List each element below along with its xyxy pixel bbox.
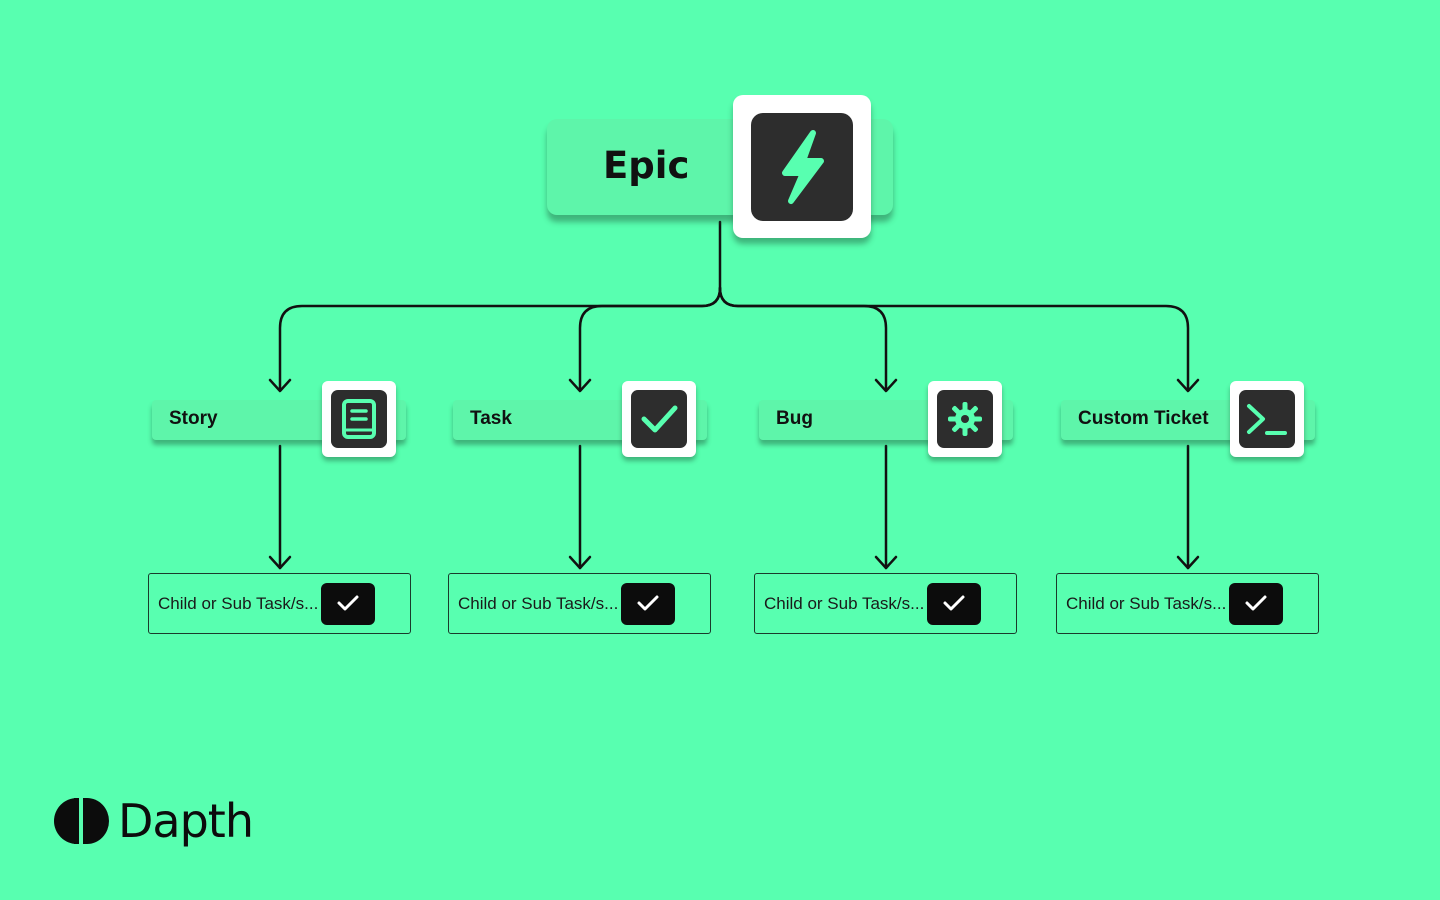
custom-ticket-icon-tile — [1230, 381, 1304, 457]
story-child-task[interactable]: Child or Sub Task/s... — [148, 573, 411, 634]
arrowhead-task — [568, 378, 592, 393]
custom-ticket-child-task[interactable]: Child or Sub Task/s... — [1056, 573, 1319, 634]
arrowhead-custom-ticket — [1176, 378, 1200, 393]
bug-label: Bug — [776, 408, 813, 429]
story-label: Story — [169, 408, 218, 429]
child-task-text: Child or Sub Task/s... — [764, 594, 925, 613]
child-task-text: Child or Sub Task/s... — [158, 594, 319, 613]
brand-name: Dapth — [118, 794, 254, 848]
connector-to-custom-ticket — [718, 286, 1190, 392]
arrowhead-story — [268, 378, 292, 393]
arrowhead-task-child — [568, 555, 592, 570]
checkmark-icon — [1245, 595, 1267, 611]
virus-gear-icon — [948, 402, 982, 436]
lightning-bolt-icon — [782, 130, 824, 204]
connector-to-task — [578, 286, 722, 392]
child-task-text: Child or Sub Task/s... — [458, 594, 619, 613]
terminal-prompt-icon — [1247, 404, 1287, 435]
connector-to-bug — [718, 286, 888, 392]
child-check-badge — [621, 583, 675, 625]
arrowhead-bug — [874, 378, 898, 393]
child-check-badge — [927, 583, 981, 625]
task-icon-tile — [622, 381, 696, 457]
epic-icon-tile — [733, 95, 871, 238]
task-label: Task — [470, 408, 512, 429]
epic-label: Epic — [603, 144, 690, 187]
task-child-task[interactable]: Child or Sub Task/s... — [448, 573, 711, 634]
checkmark-icon — [641, 405, 678, 433]
story-icon-tile — [322, 381, 396, 457]
bug-icon-tile — [928, 381, 1002, 457]
arrowhead-custom-ticket-child — [1176, 555, 1200, 570]
checkmark-icon — [943, 595, 965, 611]
checkmark-icon — [337, 595, 359, 611]
checkmark-icon — [637, 595, 659, 611]
child-check-badge — [321, 583, 375, 625]
child-task-text: Child or Sub Task/s... — [1066, 594, 1227, 613]
epic-trunk-line — [278, 220, 722, 392]
custom-ticket-label: Custom Ticket — [1078, 408, 1209, 429]
book-icon — [342, 399, 376, 439]
dapth-logo-icon — [54, 798, 109, 844]
arrowhead-bug-child — [874, 555, 898, 570]
child-check-badge — [1229, 583, 1283, 625]
arrowhead-story-child — [268, 555, 292, 570]
bug-child-task[interactable]: Child or Sub Task/s... — [754, 573, 1017, 634]
